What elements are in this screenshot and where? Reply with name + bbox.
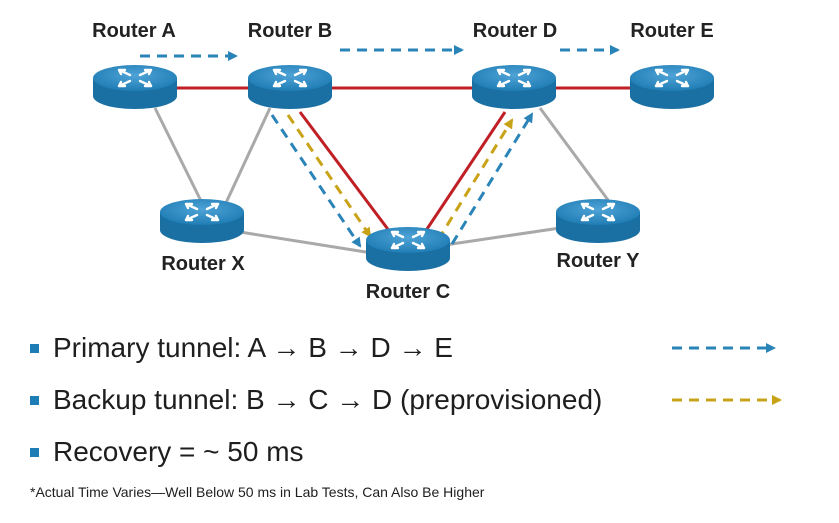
link-b-x — [223, 107, 272, 206]
link-b-c — [298, 111, 392, 233]
link-x-c — [239, 230, 373, 255]
router-b-label: Router B — [247, 20, 333, 42]
backup-tunnel-c-d — [436, 118, 514, 241]
router-e-icon — [630, 65, 714, 109]
square-bullet-icon — [30, 395, 39, 405]
tunnel-b-c-blue — [270, 114, 362, 248]
router-y-label: Router Y — [556, 250, 640, 272]
router-x-icon — [160, 199, 244, 243]
router-b-icon — [248, 65, 332, 109]
router-a-icon — [93, 65, 177, 109]
tunnel-c-d-blue — [450, 112, 534, 245]
router-x-label: Router X — [161, 253, 245, 275]
primary-tunnel-arrows — [140, 45, 620, 248]
router-y-icon — [556, 199, 640, 243]
link-c-y — [444, 226, 561, 247]
routers — [93, 65, 714, 271]
footnote: *Actual Time Varies—Well Below 50 ms in … — [30, 484, 485, 500]
legend-backup: Backup tunnel: B → C → D (preprovisioned… — [30, 380, 602, 420]
link-d-y — [538, 107, 610, 201]
backup-tunnel-arrows — [286, 114, 514, 241]
square-bullet-icon — [30, 343, 39, 353]
link-c-d — [423, 111, 507, 233]
router-d-label: Router D — [472, 20, 558, 42]
legend-backup-text: Backup tunnel: B → C → D (preprovisioned… — [53, 384, 603, 415]
backup-tunnel-b-c — [286, 114, 372, 238]
links-red — [175, 86, 632, 233]
legend-primary-text: Primary tunnel: A → B → D → E — [53, 332, 453, 363]
router-e-label: Router E — [630, 20, 714, 42]
legend-primary: Primary tunnel: A → B → D → E — [30, 328, 453, 368]
router-d-icon — [472, 65, 556, 109]
square-bullet-icon — [30, 447, 39, 457]
legend-arrows — [672, 343, 782, 405]
link-a-x — [153, 107, 205, 206]
legend-recovery: Recovery = ~ 50 ms — [30, 432, 304, 472]
legend-recovery-text: Recovery = ~ 50 ms — [53, 436, 304, 467]
links-gray — [153, 107, 610, 255]
router-c-label: Router C — [365, 281, 451, 303]
router-a-label: Router A — [92, 20, 176, 42]
router-c-icon — [366, 227, 450, 271]
